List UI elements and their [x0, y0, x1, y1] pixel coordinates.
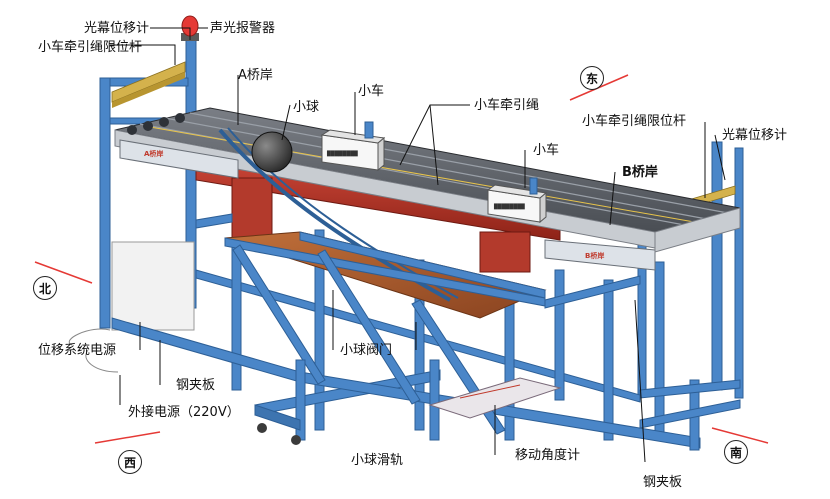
- angle-meter-graphic: [428, 377, 562, 419]
- cart-top-graphic: ████████: [320, 121, 386, 172]
- label-clamp-right: 钢夹板: [643, 475, 683, 490]
- bank-b-plate: B桥岸: [544, 207, 741, 271]
- label-ball-rail: 小球滑轨: [351, 453, 404, 468]
- leader-lines: [68, 27, 726, 463]
- label-external-power: 外接电源（220V）: [128, 405, 240, 420]
- label-light-curtain-top: 光幕位移计: [84, 21, 150, 36]
- label-bank-a: A桥岸: [238, 68, 273, 83]
- label-clamp-left: 钢夹板: [176, 378, 216, 393]
- compass-east: 东: [580, 66, 604, 90]
- label-cart-rope: 小车牵引绳: [474, 98, 540, 113]
- svg-text:████████: ████████: [326, 150, 358, 157]
- label-alarm: 声光报警器: [210, 21, 276, 36]
- bank-a-plate: A桥岸: [119, 113, 239, 179]
- label-bank-b: B桥岸: [622, 165, 658, 180]
- light-curtain-rail-left: [111, 61, 186, 108]
- frame-back: [99, 37, 744, 441]
- label-ball-valve: 小球阀门: [340, 343, 393, 358]
- label-cart-top: 小车: [358, 84, 385, 99]
- power-panel: [111, 241, 195, 331]
- frame-front: [111, 213, 741, 451]
- svg-text:B桥岸: B桥岸: [585, 251, 604, 260]
- label-cart-rope-limit-right: 小车牵引绳限位杆: [582, 114, 687, 129]
- compass-north: 北: [33, 276, 57, 300]
- compass-west: 西: [118, 450, 142, 474]
- label-light-curtain-right: 光幕位移计: [722, 128, 788, 143]
- compass-south: 南: [724, 440, 748, 464]
- label-cart-rope-limit-left: 小车牵引绳限位杆: [38, 40, 143, 55]
- trolley-base: [254, 404, 301, 445]
- label-power-system: 位移系统电源: [38, 343, 117, 358]
- label-angle-meter: 移动角度计: [515, 448, 581, 463]
- cart-mid-graphic: ████████: [486, 177, 548, 224]
- svg-text:A桥岸: A桥岸: [144, 149, 163, 158]
- ball-graphic: [251, 131, 293, 173]
- label-cart-mid: 小车: [533, 143, 560, 158]
- direction-arrows: [34, 74, 769, 444]
- svg-text:████████: ████████: [493, 203, 525, 210]
- label-ball: 小球: [293, 100, 320, 115]
